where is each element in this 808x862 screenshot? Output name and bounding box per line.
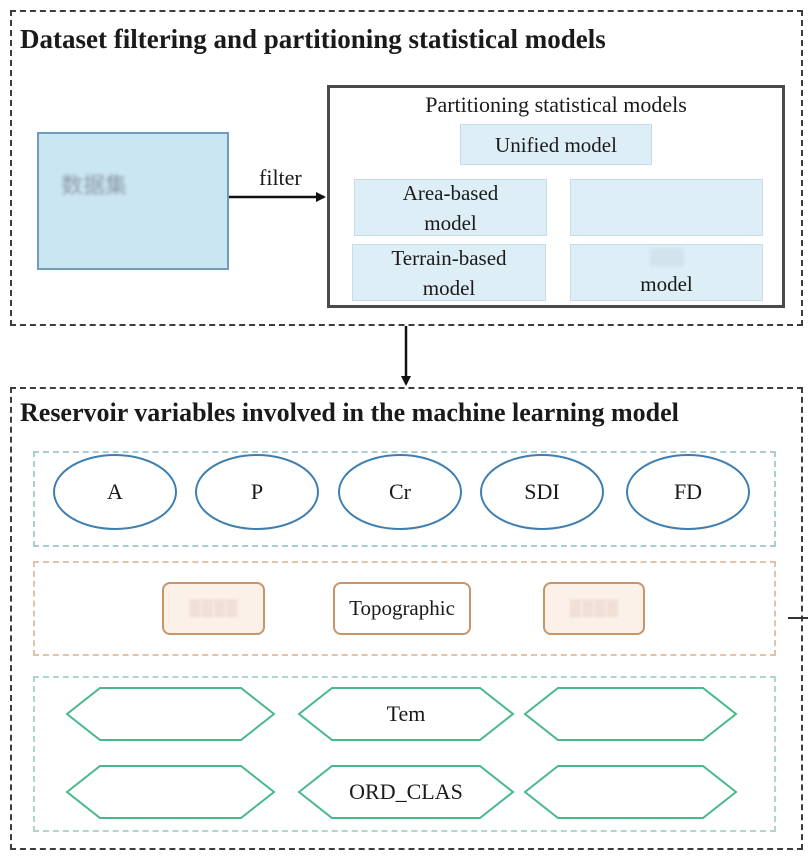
hexagon-r2-c1 — [65, 765, 276, 819]
oval-label-fd: FD — [673, 479, 703, 504]
terrain-based-line2: model — [422, 275, 476, 300]
oval-a — [53, 454, 177, 530]
area-based-line1: Area-based — [402, 180, 499, 205]
blurred-model-line1: ░░░ — [649, 248, 684, 266]
topographic-variables-group — [33, 561, 776, 656]
hydrologic-variables-group — [33, 451, 776, 547]
dataset-image: 数据集 — [37, 132, 229, 270]
terrain-based-model-box: Terrain-based model — [352, 244, 546, 301]
hexagon-label-r1-c3 — [558, 698, 703, 730]
oval-label-p: P — [250, 479, 264, 504]
oval-fd — [626, 454, 750, 530]
section-title-dataset-filtering: Dataset filtering and partitioning stati… — [20, 24, 606, 54]
blurred-variable-left: ░░░░ — [188, 599, 239, 617]
oval-label-cr: Cr — [389, 479, 411, 504]
hexagon-r1-c2 — [297, 687, 515, 741]
oval-p — [195, 454, 319, 530]
dataset-blurred-label: 数据集 — [61, 173, 128, 198]
unified-model-box: Unified model — [460, 124, 652, 165]
terrain-based-line1: Terrain-based — [391, 245, 507, 270]
hexagon-label-tem: Tem — [386, 701, 426, 726]
topographic-variable-box: Topographic — [333, 582, 471, 635]
blank-model-box — [570, 179, 763, 236]
unified-model-label: Unified model — [495, 132, 617, 157]
blurred-model-line2: model — [640, 271, 693, 296]
hexagon-label-r1-c1 — [100, 698, 241, 730]
topographic-variable-box-right: ░░░░ — [543, 582, 645, 635]
oval-label-a: A — [107, 479, 123, 504]
topographic-variable-box-left: ░░░░ — [162, 582, 265, 635]
climate-soil-variables-group — [33, 676, 776, 832]
section-title-reservoir-variables: Reservoir variables involved in the mach… — [20, 398, 679, 427]
hexagon-r1-c1 — [65, 687, 276, 741]
hexagon-r2-c3 — [523, 765, 738, 819]
dataset-filtering-section — [10, 10, 803, 326]
hexagon-r1-c3 — [523, 687, 738, 741]
blurred-model-box: ░░░ model — [570, 244, 763, 301]
oval-sdi — [480, 454, 604, 530]
hexagon-label-ord-clas: ORD_CLAS — [349, 779, 463, 804]
hexagon-label-r2-c1 — [100, 776, 241, 808]
filter-label: filter — [259, 165, 302, 190]
oval-cr — [338, 454, 462, 530]
topographic-label: Topographic — [349, 596, 455, 620]
partitioning-panel-title: Partitioning statistical models — [425, 92, 687, 117]
blurred-variable-right: ░░░░ — [569, 599, 619, 617]
hexagon-r2-c2 — [297, 765, 515, 819]
hexagon-label-r2-c3 — [558, 776, 703, 808]
area-based-model-box: Area-based model — [354, 179, 547, 236]
area-based-line2: model — [424, 210, 477, 235]
oval-label-sdi: SDI — [524, 479, 560, 504]
